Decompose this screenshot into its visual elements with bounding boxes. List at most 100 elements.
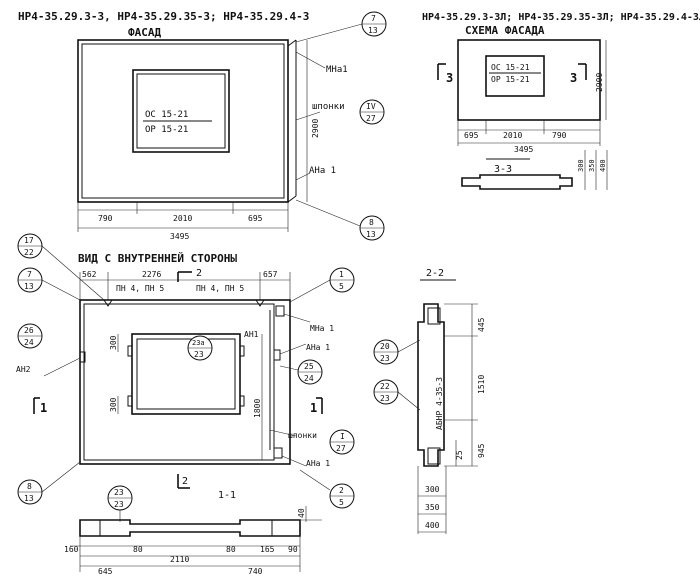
leader-line bbox=[281, 455, 307, 467]
svg-text:23: 23 bbox=[114, 488, 124, 497]
leader-line bbox=[295, 199, 361, 227]
window-bracket bbox=[239, 345, 245, 357]
svg-text:23: 23 bbox=[380, 354, 390, 363]
section-2-2-dim-25: 25 bbox=[455, 450, 464, 460]
scheme-dim-total: 3495 bbox=[514, 145, 533, 154]
inside-dim-1800: 1800 bbox=[253, 399, 262, 418]
facade-dim-bottom-2: 2010 bbox=[173, 214, 192, 223]
svg-text:7: 7 bbox=[27, 270, 32, 279]
section-1-1-dim-740: 740 bbox=[248, 567, 263, 576]
facade-edge-line bbox=[287, 39, 297, 47]
section-3-3-dim-3: 400 bbox=[599, 159, 607, 172]
inside-window-inner bbox=[136, 338, 236, 410]
facade-label-shponki: шпонки bbox=[312, 102, 345, 112]
inside-panel bbox=[79, 299, 291, 465]
facade-dim-bottom-1: 790 bbox=[98, 214, 113, 223]
leader-line bbox=[43, 357, 81, 377]
svg-text:13: 13 bbox=[368, 26, 378, 35]
leader-line bbox=[295, 111, 321, 121]
svg-text:23: 23 bbox=[114, 500, 124, 509]
scheme-dim-height: 2900 bbox=[595, 73, 604, 92]
scheme-window-mark-1: ОС 15-21 bbox=[491, 63, 530, 72]
svg-text:25: 25 bbox=[304, 362, 314, 371]
facade-title: ФАСАД bbox=[128, 26, 161, 39]
facade-window-mark-1: ОС 15-21 bbox=[145, 110, 188, 120]
facade-window bbox=[132, 69, 230, 153]
mna-plate bbox=[275, 305, 285, 317]
section-3-3-profile bbox=[461, 174, 573, 190]
callout-8-13: 8 13 bbox=[359, 215, 385, 241]
section-2-2-label: 2-2 bbox=[426, 268, 444, 279]
section-detail bbox=[427, 307, 441, 325]
window-bracket bbox=[127, 345, 133, 357]
section-2-2-dim-300: 300 bbox=[425, 485, 440, 494]
inside-window bbox=[131, 333, 241, 415]
svg-text:24: 24 bbox=[24, 338, 34, 347]
inside-view: ВИД С ВНУТРЕННЕЙ СТОРОНЫ 562 2276 657 2 … bbox=[16, 233, 355, 509]
section-3-3-dim-2: 350 bbox=[588, 159, 596, 172]
svg-text:IV: IV bbox=[366, 102, 376, 111]
leader-line bbox=[283, 313, 311, 323]
leader-line bbox=[295, 51, 326, 69]
window-bracket bbox=[239, 395, 245, 407]
svg-text:I: I bbox=[340, 432, 345, 441]
svg-text:27: 27 bbox=[336, 444, 346, 453]
scheme-dim-bottom-1: 695 bbox=[464, 131, 479, 140]
section-1-1-dim-90: 90 bbox=[288, 545, 298, 554]
svg-text:26: 26 bbox=[24, 326, 34, 335]
scheme-cut-right: 3 bbox=[570, 71, 577, 85]
callout-8-13-inside: 8 13 bbox=[17, 479, 43, 505]
svg-text:13: 13 bbox=[24, 494, 34, 503]
section-2-2-dim-945: 945 bbox=[477, 443, 486, 458]
inside-label-pn-left: ПН 4, ПН 5 bbox=[116, 284, 164, 293]
facade-dim-height: 2900 bbox=[311, 119, 320, 138]
section-2-2: 2-2 АБНР 4-35-3 445 1510 945 25 20 23 22 bbox=[373, 268, 486, 534]
inside-label-ana-bottom: АНа 1 bbox=[306, 459, 330, 468]
facade-scheme-view: НР4-35.29.3-3Л; НР4-35.29.35-3Л; НР4-35.… bbox=[422, 12, 700, 190]
section-3-3-label: 3-3 bbox=[494, 164, 512, 175]
callout-23-23: 23 23 bbox=[107, 485, 133, 511]
section-1-1-label: 1-1 bbox=[218, 490, 236, 501]
leader-line bbox=[295, 23, 363, 43]
callout-17-22: 17 22 bbox=[17, 233, 43, 259]
section-1-1-dim-165: 165 bbox=[260, 545, 275, 554]
section-1-1-dim-80-right: 80 bbox=[226, 545, 236, 554]
section-1-1-dim-645: 645 bbox=[98, 567, 113, 576]
section-1-1: 1-1 23 23 40 160 80 80 165 90 2110 645 7… bbox=[64, 485, 322, 576]
section-detail bbox=[427, 447, 441, 465]
ana-plate-bottom bbox=[273, 447, 283, 459]
svg-text:8: 8 bbox=[27, 482, 32, 491]
section-1-1-dim-2110: 2110 bbox=[170, 555, 189, 564]
leader-line bbox=[41, 245, 105, 301]
inside-dim-top-2: 2276 bbox=[142, 270, 161, 279]
section-2-2-dim-400: 400 bbox=[425, 521, 440, 530]
inside-label-ana-mid: АНа 1 bbox=[306, 343, 330, 352]
scheme-header: НР4-35.29.3-3Л; НР4-35.29.35-3Л; НР4-35.… bbox=[422, 12, 700, 23]
inside-dim-top-1: 562 bbox=[82, 270, 97, 279]
section-2-2-dim-350: 350 bbox=[425, 503, 440, 512]
inside-label-mna: МНа 1 bbox=[310, 324, 334, 333]
svg-text:23: 23 bbox=[194, 350, 204, 359]
anchor-mark bbox=[255, 299, 265, 307]
svg-text:20: 20 bbox=[380, 342, 390, 351]
inside-cut-bottom: 2 bbox=[182, 476, 188, 487]
window-bracket bbox=[127, 395, 133, 407]
scheme-dim-bottom-2: 2010 bbox=[503, 131, 522, 140]
leader-line bbox=[41, 461, 81, 493]
svg-text:2: 2 bbox=[339, 486, 344, 495]
scheme-title: СХЕМА ФАСАДА bbox=[465, 24, 545, 37]
inside-cut-left: 1 bbox=[40, 401, 47, 415]
leader-line bbox=[295, 172, 311, 181]
svg-text:17: 17 bbox=[24, 236, 34, 245]
callout-23a-23: 23а 23 bbox=[187, 335, 213, 361]
svg-text:8: 8 bbox=[369, 218, 374, 227]
inside-dim-300-top: 300 bbox=[109, 335, 118, 350]
leader-line bbox=[41, 279, 81, 301]
inside-dim-300-bottom: 300 bbox=[109, 397, 118, 412]
section-1-1-dim-160: 160 bbox=[64, 545, 79, 554]
inside-cut-right: 1 bbox=[310, 401, 317, 415]
inside-dim-top-3: 657 bbox=[263, 270, 278, 279]
leader-line bbox=[397, 339, 421, 353]
facade-header: НР4-35.29.3-3, НР4-35.29.35-3; НР4-35.29… bbox=[18, 10, 309, 23]
